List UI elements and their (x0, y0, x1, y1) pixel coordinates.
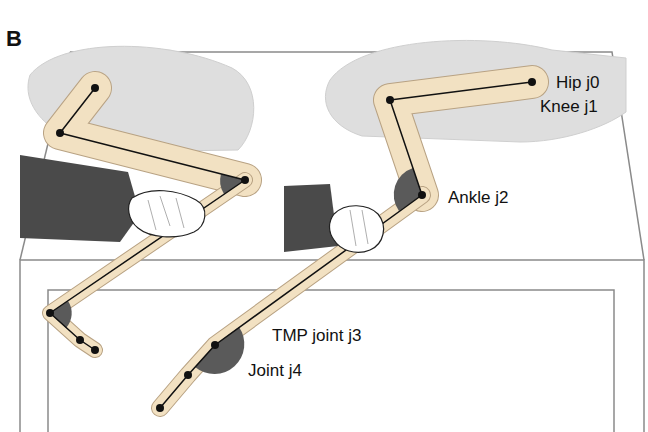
table-front (20, 260, 644, 432)
panel-letter: B (6, 26, 22, 51)
joint-label: TMP joint j3 (272, 326, 361, 346)
tmp-angle (195, 327, 244, 374)
left-hand (20, 155, 205, 242)
joint-dots (156, 78, 536, 412)
table-legs (48, 290, 614, 432)
right-hand (284, 184, 384, 252)
right-leg (156, 78, 536, 412)
joint-label: Joint j4 (248, 361, 302, 381)
sleeve (20, 155, 140, 242)
glove (330, 206, 384, 253)
joint-label: Ankle j2 (448, 188, 508, 208)
glove (129, 191, 205, 237)
sleeve (284, 184, 338, 252)
joint-label: Hip j0 (556, 73, 599, 93)
joint-label: Knee j1 (540, 97, 598, 117)
segment-lines (160, 82, 532, 408)
